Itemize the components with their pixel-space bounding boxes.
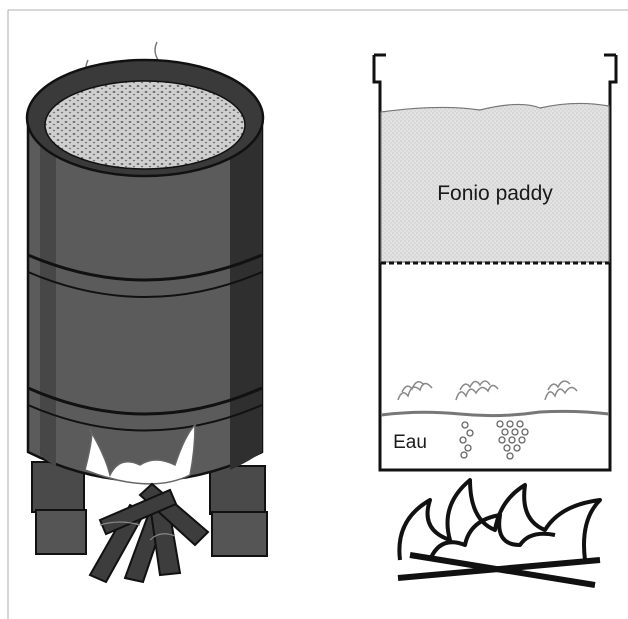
grain-label: Fonio paddy: [437, 182, 553, 205]
water-label: Eau: [393, 432, 427, 453]
steel-drum-icon: [27, 60, 263, 481]
barrel-scene: [27, 42, 267, 582]
cross-section: Fonio paddy Eau: [374, 55, 616, 585]
steam-icon: [398, 381, 577, 400]
water-surface: [381, 411, 609, 415]
flame-icon: [398, 480, 600, 585]
bubbles: [460, 421, 528, 459]
